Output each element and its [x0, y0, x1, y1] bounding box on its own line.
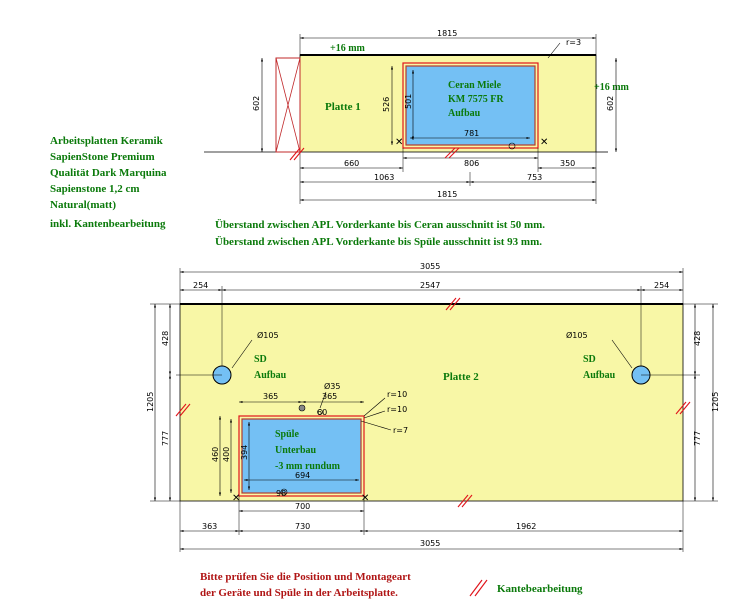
dim-plate-1-top: 1815	[437, 29, 457, 38]
sink-corner-mark-1: ✕	[232, 493, 240, 504]
dim-sink-365b: 365	[322, 392, 337, 401]
dim-cutout-depth: 526	[382, 97, 391, 112]
dim-sink-700: 700	[295, 502, 310, 511]
dim-plate-2-top: 3055	[420, 262, 440, 271]
sink-corner-mark-2: ✕	[361, 493, 369, 504]
dim-r7: r=7	[393, 426, 408, 435]
legend-edge-icon	[469, 579, 488, 597]
dim-cutout-width: 781	[464, 129, 479, 138]
material-line-3: Qualität Dark Marquina	[50, 167, 167, 179]
plate-1-side-panel	[275, 57, 301, 153]
dim-right-428: 428	[693, 331, 702, 346]
legend-label: Kantebearbeitung	[497, 583, 583, 595]
dim-left-428: 428	[161, 331, 170, 346]
dim-radius-r3: r=3	[566, 38, 581, 47]
dim-sink-460: 460	[211, 447, 220, 462]
material-line-1: Arbeitsplatten Keramik	[50, 135, 164, 147]
plate-1-overhang-top: +16 mm	[330, 43, 366, 54]
note-ceran: Überstand zwischen APL Vorderkante bis C…	[215, 218, 545, 231]
dim-right-1205: 1205	[711, 392, 720, 412]
plate-1-overhang-right: +16 mm	[594, 82, 630, 93]
footer-check-line-2: der Geräte und Spüle in der Arbeitsplatt…	[200, 587, 398, 599]
sd-right-label-2: Aufbau	[583, 370, 616, 381]
dim-left-offset: 660	[344, 159, 359, 168]
dim-bottom-363: 363	[202, 522, 217, 531]
plate-1-drawing: Ceran Miele KM 7575 FR Aufbau Platte 1 +…	[204, 29, 630, 204]
sink-cutout	[241, 418, 362, 494]
material-line-4: Sapienstone 1,2 cm	[50, 183, 140, 195]
dim-left-254: 254	[193, 281, 208, 290]
sd-right-label-1: SD	[583, 354, 596, 365]
dim-bottom-1962: 1962	[516, 522, 536, 531]
dim-cutout-depth-inner: 501	[404, 94, 413, 109]
material-line-5: Natural(matt)	[50, 199, 116, 211]
plate-1-edge-marks	[289, 147, 460, 161]
dim-r10b: r=10	[387, 405, 407, 414]
plate-2-label: Platte 2	[443, 371, 479, 383]
sd-left-label-1: SD	[254, 354, 267, 365]
sink-label-1: Spüle	[275, 429, 299, 440]
cooktop-cutout	[405, 65, 536, 146]
dim-sink-60: 60	[317, 408, 327, 417]
dim-tap: Ø35	[324, 381, 340, 391]
dim-to-cutout: 1063	[374, 173, 394, 182]
footer-check-line-1: Bitte prüfen Sie die Position und Montag…	[200, 571, 411, 583]
cooktop-label-3: Aufbau	[448, 108, 481, 119]
dim-plate-1-right-height: 602	[606, 96, 615, 111]
material-info: Arbeitsplatten Keramik SapienStone Premi…	[50, 135, 167, 230]
dim-cutout-outer: 806	[464, 159, 479, 168]
plate-2-drawing: Ø105 Ø105 SD Aufbau SD Aufbau Platte 2 S…	[146, 262, 720, 552]
cooktop-label-1: Ceran Miele	[448, 80, 502, 91]
sink-label-2: Unterbau	[275, 445, 317, 456]
dim-hole-left: Ø105	[257, 330, 279, 340]
dim-plate-1-bottom: 1815	[437, 190, 457, 199]
corner-mark-2: ✕	[540, 137, 548, 148]
cooktop-label-2: KM 7575 FR	[448, 94, 504, 105]
dim-cutout-to-end: 753	[527, 173, 542, 182]
dim-right-777: 777	[693, 431, 702, 446]
dim-plate-1-left-height: 602	[252, 96, 261, 111]
material-line-6: inkl. Kantenbearbeitung	[50, 218, 166, 230]
plate-1-label: Platte 1	[325, 101, 361, 113]
dim-right-254: 254	[654, 281, 669, 290]
dim-r10a: r=10	[387, 390, 407, 399]
dim-sink-394: 394	[240, 445, 249, 460]
material-line-2: SapienStone Premium	[50, 151, 155, 163]
cooktop-cutout-outline	[402, 62, 539, 149]
dim-sink-400: 400	[222, 447, 231, 462]
sd-left-label-2: Aufbau	[254, 370, 287, 381]
dim-sink-694: 694	[295, 471, 310, 480]
corner-mark-1: ✕	[395, 137, 403, 148]
dim-sink-98: 98	[276, 489, 286, 498]
sink-label-3: -3 mm rundum	[275, 461, 341, 472]
dim-hole-right: Ø105	[566, 330, 588, 340]
plate-2-edge-marks	[175, 297, 691, 508]
note-sink: Überstand zwischen APL Vorderkante bis S…	[215, 235, 542, 248]
dim-sink-365a: 365	[263, 392, 278, 401]
dim-left-1205: 1205	[146, 392, 155, 412]
dim-right-offset: 350	[560, 159, 575, 168]
dim-middle-2547: 2547	[420, 281, 440, 290]
dim-bottom-730: 730	[295, 522, 310, 531]
dim-left-777: 777	[161, 431, 170, 446]
sink-cutout-outline	[238, 415, 365, 497]
dim-plate-2-bottom: 3055	[420, 539, 440, 548]
